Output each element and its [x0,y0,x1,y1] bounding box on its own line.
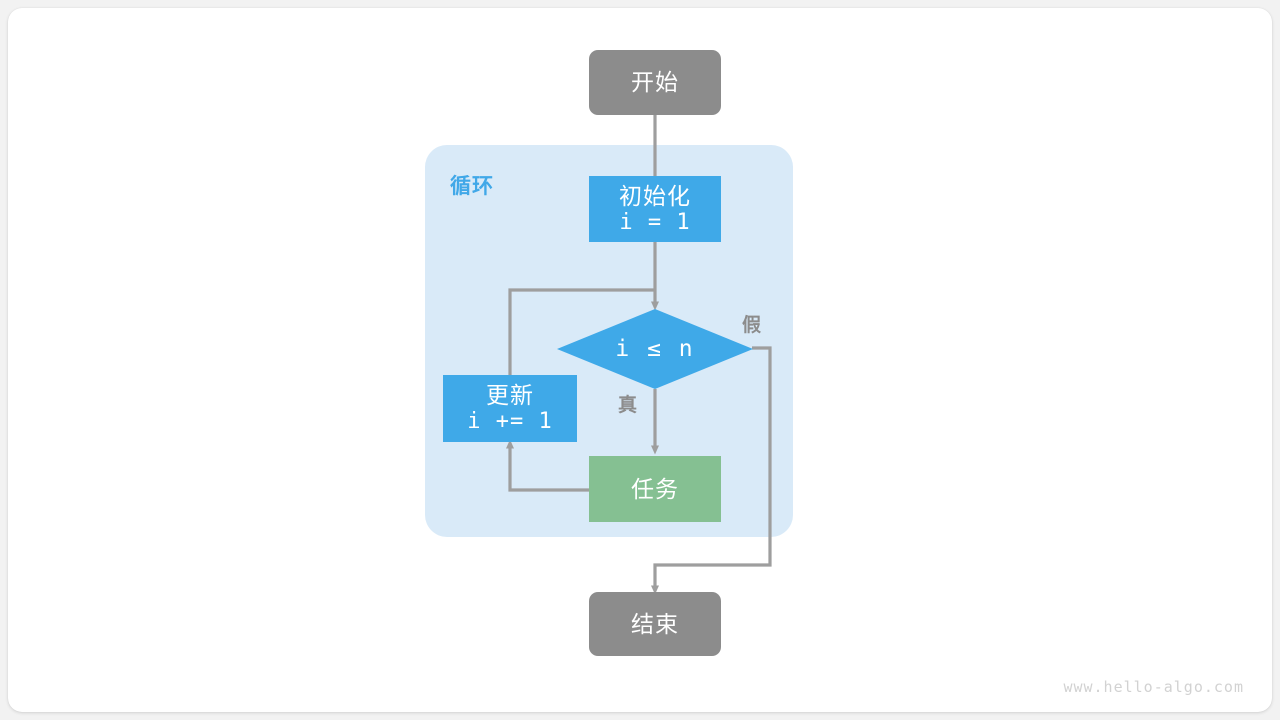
node-end-label: 结束 [631,610,679,637]
node-update-code: i += 1 [467,409,553,435]
node-task-label: 任务 [631,475,679,502]
node-start[interactable]: 开始 [589,50,721,115]
edge-label-false: 假 [742,315,763,336]
node-init-label: 初始化 [619,182,691,209]
watermark: www.hello-algo.com [1063,678,1244,696]
edge-label-true: 真 [618,395,639,416]
node-init[interactable]: 初始化 i = 1 [589,176,721,242]
node-update[interactable]: 更新 i += 1 [443,375,577,442]
node-start-label: 开始 [631,69,679,96]
node-condition[interactable]: i ≤ n [556,308,754,390]
loop-group-label: 循环 [450,175,494,198]
node-task[interactable]: 任务 [589,456,721,522]
node-update-label: 更新 [486,382,534,409]
diamond-shape [557,309,753,389]
node-condition-label: i ≤ n [615,336,695,362]
node-init-code: i = 1 [619,209,691,235]
node-end[interactable]: 结束 [589,592,721,656]
